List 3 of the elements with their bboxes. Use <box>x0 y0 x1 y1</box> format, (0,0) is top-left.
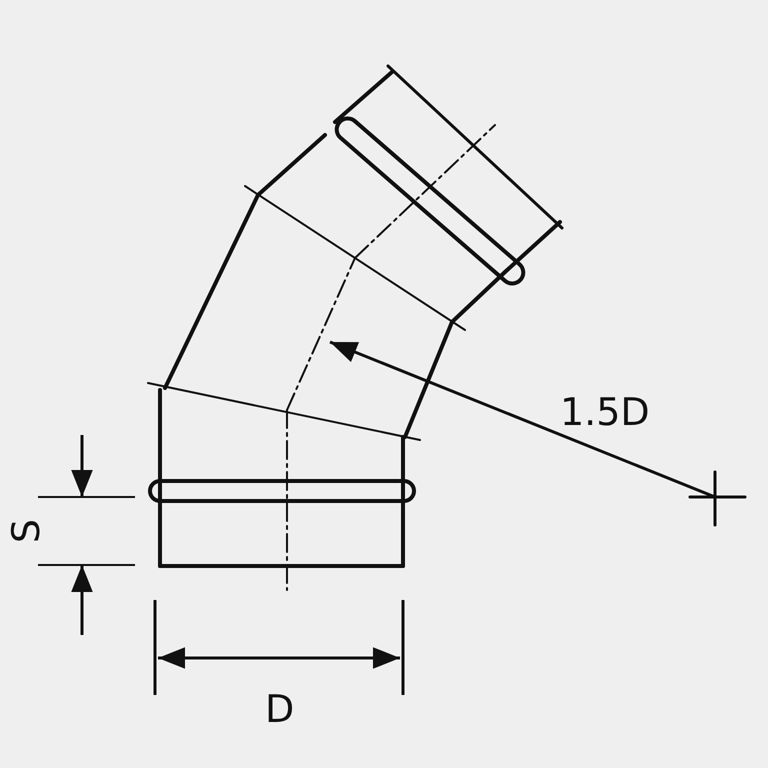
dimension-label: 1.5D <box>560 393 650 431</box>
dimension-label: D <box>265 690 294 728</box>
dimension-label: S <box>7 518 46 544</box>
